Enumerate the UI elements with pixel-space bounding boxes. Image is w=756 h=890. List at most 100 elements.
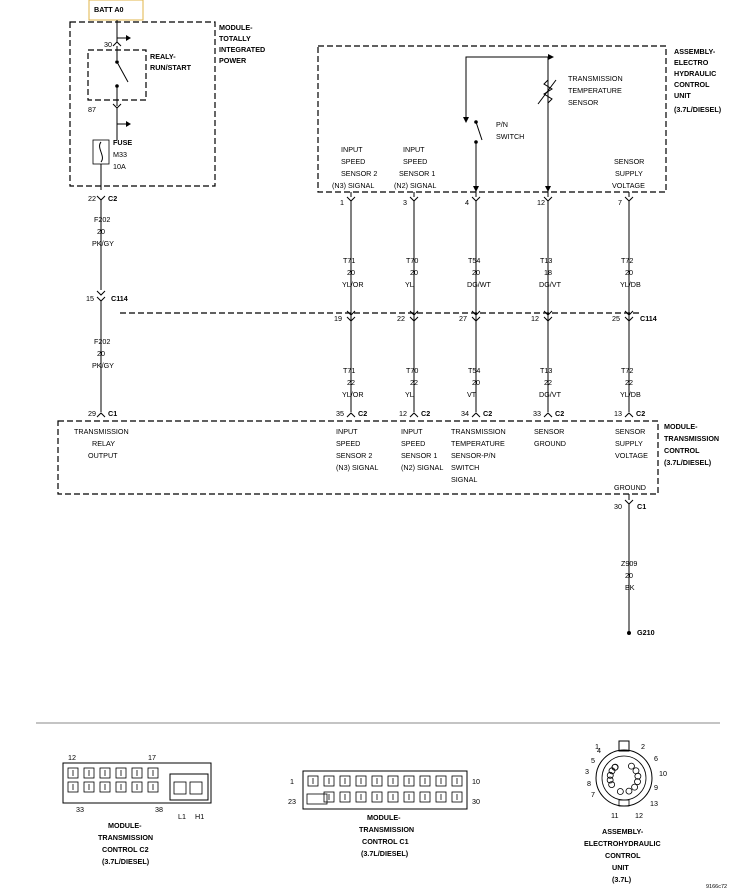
c1-pin-30: 30 <box>472 797 480 806</box>
connector-round-label: ASSEMBLY- ELECTROHYDRAULIC CONTROL UNIT … <box>584 827 661 884</box>
tcm-input-line: SWITCH <box>451 463 479 472</box>
relay-label: REALY- RUN/START <box>150 52 192 72</box>
connector-c2-label: MODULE- TRANSMISSION CONTROL C2 (3.7L/DI… <box>98 821 153 866</box>
pin-cavity <box>115 767 127 779</box>
connector-c1-label: MODULE- TRANSMISSION CONTROL C1 (3.7L/DI… <box>359 813 414 858</box>
wire-color: YL <box>405 280 414 289</box>
tcm-pin: 12 <box>399 409 407 418</box>
pin-cavity <box>131 767 143 779</box>
pin-cavity <box>606 771 614 779</box>
svg-text:UNIT: UNIT <box>612 863 629 872</box>
pin-cavity <box>419 775 431 787</box>
round-pin-9: 9 <box>654 783 658 792</box>
pin-cavity <box>387 775 399 787</box>
c114-label-right: C114 <box>640 314 657 323</box>
pin-cavity <box>147 767 159 779</box>
pin-87: 87 <box>88 105 96 114</box>
svg-text:MODULE-: MODULE- <box>664 422 698 431</box>
fuse-label: FUSE M33 10A <box>113 138 132 171</box>
pin-cavity <box>616 788 624 795</box>
svg-text:BK: BK <box>625 583 635 592</box>
wire-color: YL/OR <box>342 280 364 289</box>
wire-color: YL <box>405 390 414 399</box>
tcm-input-line: SENSOR <box>534 427 564 436</box>
wire-code: T71 <box>343 366 355 375</box>
c2-pin-22: 22 <box>88 194 96 203</box>
pin-cavity <box>147 781 159 793</box>
wire-color: YL/OR <box>342 390 364 399</box>
svg-text:ASSEMBLY-: ASSEMBLY- <box>602 827 644 836</box>
svg-text:TRANSMISSION: TRANSMISSION <box>74 427 129 436</box>
pin-cavity <box>131 781 143 793</box>
c114-conn: C114 <box>111 294 128 303</box>
svg-text:Z909: Z909 <box>621 559 637 568</box>
svg-text:P/N: P/N <box>496 120 508 129</box>
ehcu-pin: 1 <box>340 198 344 207</box>
connector-c2-face <box>62 762 212 804</box>
svg-text:POWER: POWER <box>219 56 247 65</box>
ground-icon <box>627 631 631 635</box>
svg-text:(N3) SIGNAL: (N3) SIGNAL <box>332 181 374 190</box>
tcm-pin: 34 <box>461 409 469 418</box>
ehcu-pin: 3 <box>403 198 407 207</box>
tcm-input-line: GROUND <box>534 439 566 448</box>
wire-f202-a: F202 20 PK/GY <box>92 215 114 248</box>
svg-text:MODULE-: MODULE- <box>367 813 401 822</box>
tcm-input-line: SENSOR-P/N <box>451 451 496 460</box>
svg-text:INTEGRATED: INTEGRATED <box>219 45 265 54</box>
tcm-input-line: SPEED <box>401 439 425 448</box>
tcm-input-line: INPUT <box>401 427 423 436</box>
tcm-ground-label: GROUND <box>614 483 646 492</box>
pin-cavity <box>67 781 79 793</box>
c114-pin: 25 <box>612 314 620 323</box>
wire-gauge: 18 <box>544 268 552 277</box>
svg-text:INPUT: INPUT <box>403 145 425 154</box>
svg-text:VOLTAGE: VOLTAGE <box>612 181 645 190</box>
figure-code: 9166c72 <box>706 884 727 890</box>
tcm-input-line: SUPPLY <box>615 439 643 448</box>
wire-gauge: 20 <box>410 268 418 277</box>
batt-box <box>88 0 144 21</box>
connector-c1-face <box>302 770 468 810</box>
svg-text:(3.7L/DIESEL): (3.7L/DIESEL) <box>361 849 409 858</box>
pin-cavity <box>115 781 127 793</box>
svg-text:20: 20 <box>97 227 105 236</box>
pin-30: 30 <box>104 40 112 49</box>
round-pin-7: 7 <box>591 790 595 799</box>
wire-color: DG/VT <box>539 390 562 399</box>
c2-pin-17: 17 <box>148 753 156 762</box>
connector-round-face <box>595 740 653 807</box>
wire-color: DG/WT <box>467 280 492 289</box>
tcm-input-line: SENSOR 2 <box>336 451 372 460</box>
wire-gauge: 20 <box>472 268 480 277</box>
svg-text:FUSE: FUSE <box>113 138 132 147</box>
c2-pin-l1: L1 <box>178 812 186 821</box>
pin-cavity <box>323 775 335 787</box>
wire-code: T72 <box>621 256 633 265</box>
c114-pin-15: 15 <box>86 294 94 303</box>
svg-text:SENSOR: SENSOR <box>568 98 598 107</box>
svg-text:20: 20 <box>625 571 633 580</box>
wire-code: T54 <box>468 366 480 375</box>
svg-text:(3.7L/DIESEL): (3.7L/DIESEL) <box>664 458 712 467</box>
pin-cavity <box>419 791 431 803</box>
gnd-conn-c1: C1 <box>637 502 646 511</box>
c2-conn: C2 <box>108 194 117 203</box>
round-pin-6: 6 <box>654 754 658 763</box>
pin-cavity <box>83 781 95 793</box>
wire-gauge: 20 <box>625 268 633 277</box>
svg-text:SENSOR: SENSOR <box>614 157 644 166</box>
tcm-input-line: (N3) SIGNAL <box>336 463 378 472</box>
round-pin-3: 3 <box>585 767 589 776</box>
pin-cavity <box>67 767 79 779</box>
pin-cavity <box>435 791 447 803</box>
ehcu-pin: 12 <box>537 198 545 207</box>
wire-code: T71 <box>343 256 355 265</box>
round-pin-13: 13 <box>650 799 658 808</box>
tcm-input-line: SENSOR <box>615 427 645 436</box>
svg-text:SPEED: SPEED <box>403 157 427 166</box>
round-pin-10: 10 <box>659 769 667 778</box>
svg-text:MODULE-: MODULE- <box>108 821 142 830</box>
